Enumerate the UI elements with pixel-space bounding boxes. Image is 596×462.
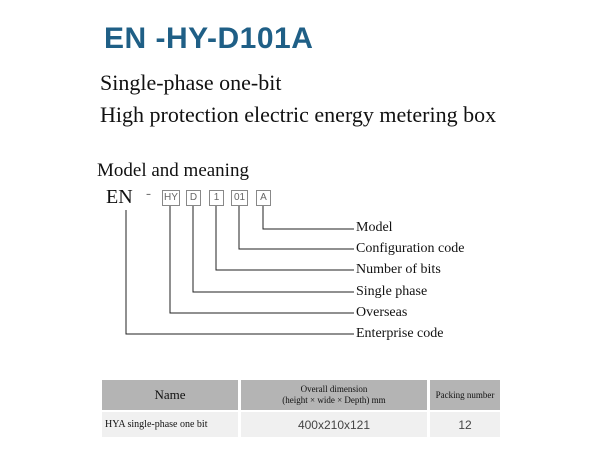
leader-line-model <box>262 206 354 230</box>
code-box-d: D <box>186 190 201 206</box>
spec-table: Name Overall dimension (height × wide × … <box>99 378 503 439</box>
cell-name: HYA single-phase one bit <box>102 412 238 437</box>
header-dimension-line2: (height × wide × Depth) mm <box>282 395 386 405</box>
spec-table-header-row: Name Overall dimension (height × wide × … <box>102 380 500 410</box>
label-model: Model <box>356 220 393 235</box>
leader-line-bits <box>215 206 354 271</box>
cell-dimension: 400x210x121 <box>241 412 427 437</box>
cell-packing-number: 12 <box>430 412 500 437</box>
leader-line-single-phase <box>192 206 354 293</box>
model-prefix: EN <box>106 186 133 208</box>
table-row: HYA single-phase one bit 400x210x121 12 <box>102 412 500 437</box>
product-title: EN -HY-D101A <box>104 22 314 55</box>
label-single-phase: Single phase <box>356 284 428 299</box>
leader-line-configuration <box>238 206 354 250</box>
label-number-of-bits: Number of bits <box>356 262 441 277</box>
leader-line-overseas <box>169 206 354 314</box>
model-separator: - <box>146 186 151 202</box>
code-box-1: 1 <box>209 190 224 206</box>
header-name: Name <box>102 380 238 410</box>
leader-line-enterprise <box>125 210 354 335</box>
header-dimension: Overall dimension (height × wide × Depth… <box>241 380 427 410</box>
code-box-01: 01 <box>231 190 248 206</box>
model-meaning-heading: Model and meaning <box>97 160 249 181</box>
header-packing-number: Packing number <box>430 380 500 410</box>
header-dimension-line1: Overall dimension <box>300 384 368 394</box>
code-box-hy: HY <box>162 190 180 206</box>
label-configuration-code: Configuration code <box>356 241 465 256</box>
label-overseas: Overseas <box>356 305 408 320</box>
subtitle-line-2: High protection electric energy metering… <box>100 102 497 127</box>
label-enterprise-code: Enterprise code <box>356 326 444 341</box>
subtitle-line-1: Single-phase one-bit <box>100 70 282 95</box>
code-box-a: A <box>256 190 271 206</box>
